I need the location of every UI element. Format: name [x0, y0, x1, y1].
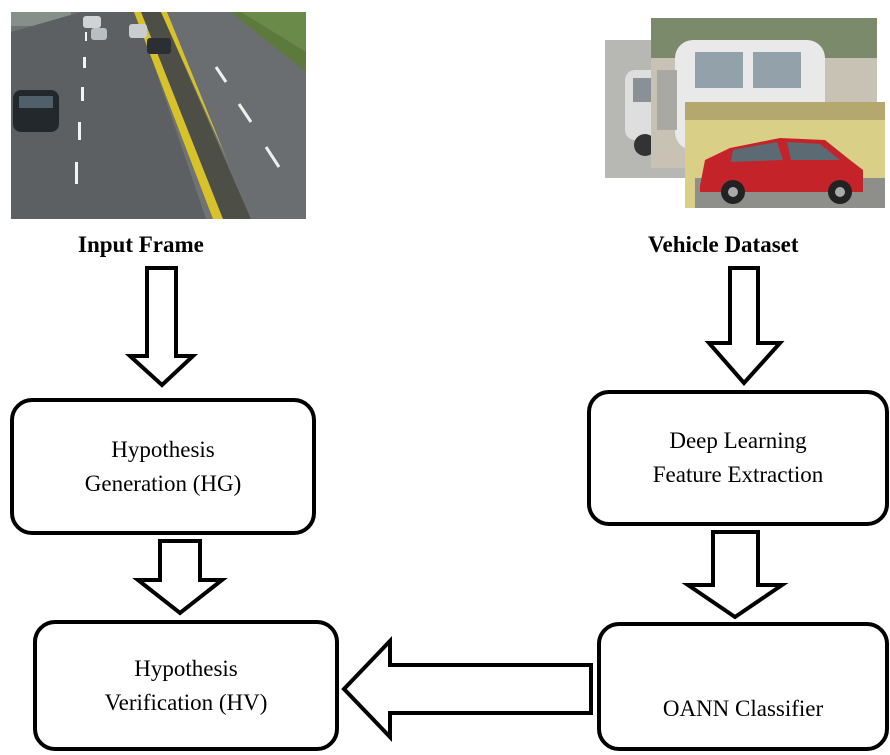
vehicle-dataset-caption: Vehicle Dataset — [648, 232, 799, 257]
dlfe-line2: Feature Extraction — [652, 462, 824, 487]
input-frame-caption: Input Frame — [78, 232, 204, 257]
arrow-oann-to-hv — [341, 636, 593, 742]
hypothesis-generation-box: Hypothesis Generation (HG) — [10, 398, 316, 535]
feature-extraction-box: Deep Learning Feature Extraction — [587, 390, 889, 526]
hypothesis-verification-box: Hypothesis Verification (HV) — [33, 620, 339, 751]
arrow-hg-to-hv — [132, 539, 228, 616]
oann-line1: OANN Classifier — [662, 695, 824, 721]
dlfe-line1: Deep Learning — [669, 428, 807, 453]
hg-line2: Generation (HG) — [84, 470, 242, 496]
arrow-dlfe-to-oann — [681, 530, 789, 620]
input-frame-image — [11, 12, 306, 219]
hg-line1: Hypothesis — [111, 436, 215, 462]
arrow-dataset-to-dlfe — [704, 266, 785, 387]
oann-classifier-box: OANN Classifier — [597, 622, 889, 751]
vehicle-dataset-image — [605, 18, 885, 208]
hv-line1: Hypothesis — [134, 655, 238, 681]
arrow-input-to-hg — [124, 266, 199, 388]
hv-line2: Verification (HV) — [104, 689, 268, 715]
